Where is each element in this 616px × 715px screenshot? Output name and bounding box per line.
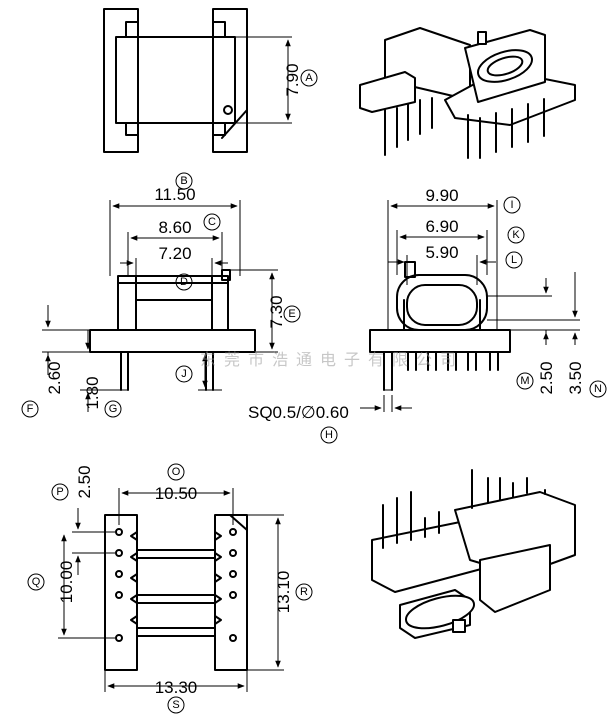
dim-b-value: 11.50 [154,185,195,204]
dim-n-value: 3.50 [566,361,585,394]
isometric-view-top [359,27,576,159]
dimension-b: 11.50 B [109,172,241,276]
dimension-l: 5.90 L [388,243,523,285]
dimension-c: 8.60 C [127,213,223,276]
label-k: K [512,229,520,241]
dimension-o: 10.50 O [118,463,234,525]
label-o: O [172,466,181,478]
dimension-h: SQ0.5/∅0.60 H [248,395,412,444]
dimension-i: 9.90 I [387,186,521,330]
dimension-k: 6.90 K [396,217,525,275]
dimension-e: 7.30 E [230,269,301,353]
dimension-f-g: 2.60 1.80 F G [21,305,122,418]
bottom-view [104,514,248,671]
label-p: P [56,486,63,498]
label-n: N [594,383,602,395]
dim-q-value: 10.00 [57,561,76,604]
company-watermark: 东莞市浩通电子有限公司 [200,350,464,369]
dimension-m-n: 2.50 3.50 M N [487,272,607,398]
front-view [89,269,256,391]
dim-h-value: SQ0.5/∅0.60 [248,403,349,422]
dimension-j: J [175,351,222,391]
dim-l-value: 5.90 [425,243,458,262]
dimension-r: 13.10 R [247,514,313,671]
label-q: Q [32,576,41,588]
label-s: S [172,699,179,711]
label-d: D [180,276,188,288]
dim-e-value: 7.30 [267,295,286,328]
dim-s-value: 13.30 [155,678,198,697]
dimension-d: 7.20 D [120,244,228,291]
label-l: L [511,254,517,266]
dim-a-value: 7.90 [283,63,302,96]
label-j: J [181,368,187,380]
top-view [103,8,248,153]
dim-p-value: 2.50 [75,465,94,498]
dim-m-value: 2.50 [537,361,556,394]
dimension-p: 2.50 P [51,465,115,575]
label-g: G [109,403,118,415]
label-h: H [325,429,333,441]
dim-o-value: 10.50 [155,484,198,503]
label-r: R [300,586,308,598]
isometric-view-bottom [371,469,576,639]
label-m: M [520,375,529,387]
dim-r-value: 13.10 [274,571,293,614]
dim-d-value: 7.20 [158,244,191,263]
label-c: C [208,216,216,228]
dim-i-value: 9.90 [425,186,458,205]
label-i: I [510,199,513,211]
dimension-s: 13.30 S [104,670,248,714]
label-e: E [288,308,295,320]
dimension-a: 7.90 A [235,36,318,124]
dim-g-value: 1.80 [83,376,102,409]
side-view [369,261,511,391]
dim-f-value: 2.60 [45,361,64,394]
label-f: F [27,403,34,415]
dim-k-value: 6.90 [425,217,458,236]
dimension-q: 10.00 Q [27,534,115,639]
label-b: B [180,175,187,187]
dim-c-value: 8.60 [158,218,191,237]
label-a: A [305,72,313,84]
